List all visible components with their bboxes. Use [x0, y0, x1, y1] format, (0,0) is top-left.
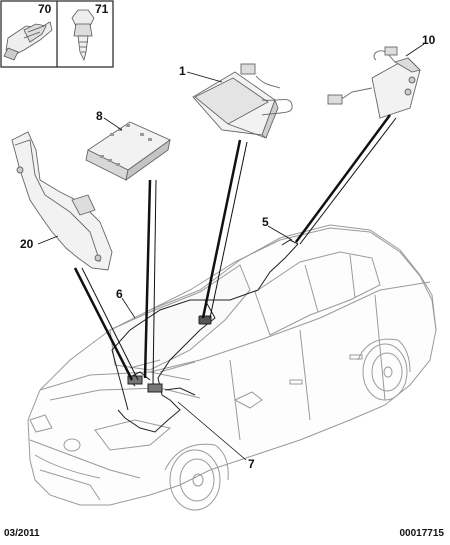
inset-box: [0, 0, 114, 68]
callout-6: 6: [116, 287, 123, 301]
callout-10: 10: [422, 33, 436, 47]
leader-lines: [37, 43, 425, 461]
module-under-dash: [127, 375, 163, 393]
callout-8: 8: [96, 109, 103, 123]
callout-5: 5: [262, 215, 269, 229]
transfer-lines: [73, 114, 397, 385]
footer-reference: 00017715: [399, 528, 445, 539]
part-20-bracket: [11, 131, 113, 271]
part-10-module: [327, 46, 421, 119]
callout-71: 71: [95, 2, 109, 16]
part-8-module: [85, 121, 171, 182]
footer-date: 03/2011: [4, 528, 40, 539]
part-1-module: [192, 63, 293, 139]
clip-70-illustration: [3, 21, 53, 61]
module-in-windshield: [198, 315, 212, 325]
callout-70: 70: [38, 2, 52, 16]
clip-71-illustration: [71, 9, 95, 62]
callout-20: 20: [20, 237, 34, 251]
car-illustration: [27, 224, 437, 511]
callout-7: 7: [248, 457, 255, 471]
callout-1: 1: [179, 64, 186, 78]
